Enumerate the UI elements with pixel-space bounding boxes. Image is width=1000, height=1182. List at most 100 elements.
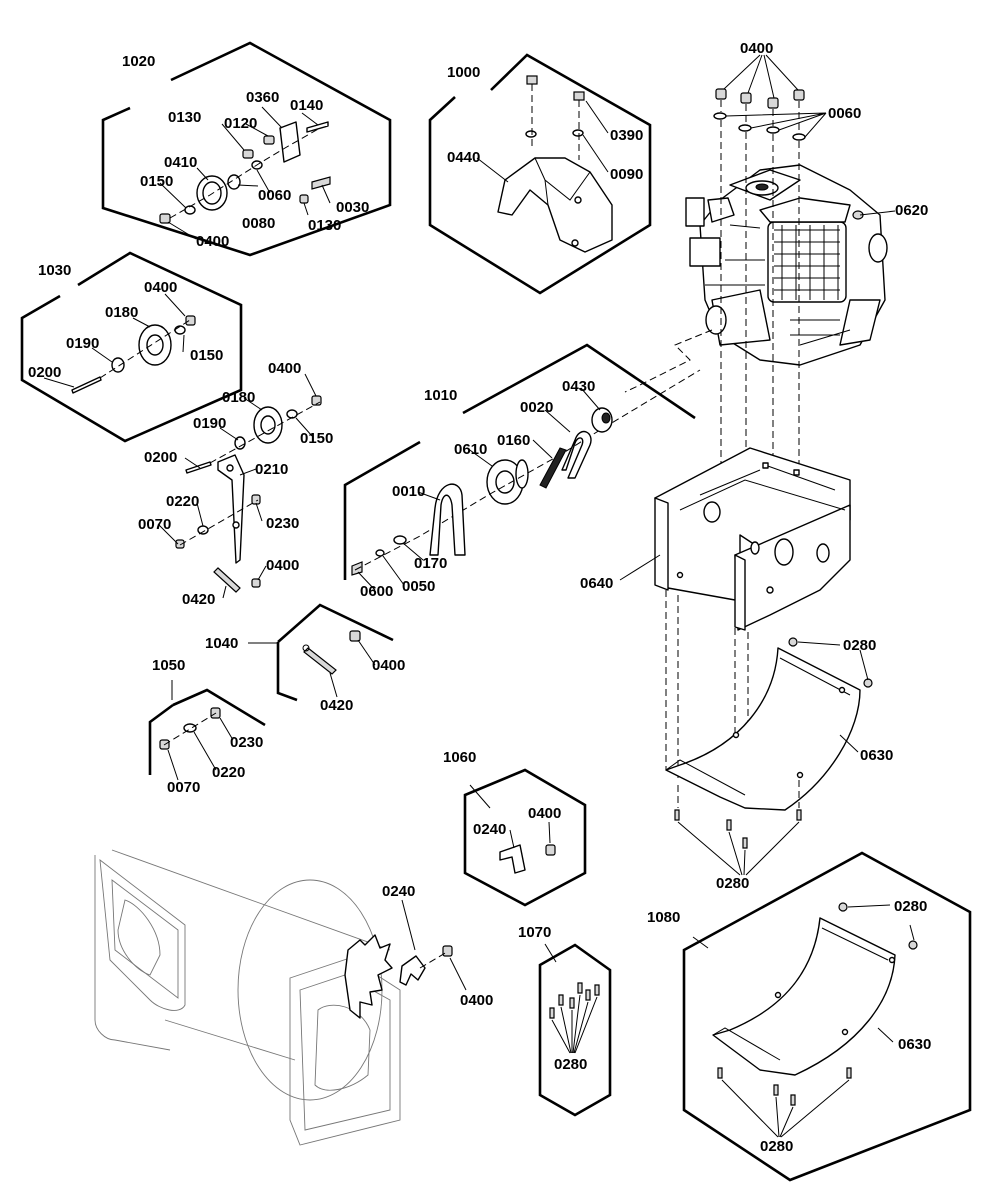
bolt-assembly-1050 — [159, 707, 221, 750]
label-0420-1040: 0420 — [320, 697, 353, 714]
label-0240-1060: 0240 — [473, 821, 506, 838]
bracket-assembly-1060 — [499, 844, 556, 874]
group-box-1010 — [462, 343, 696, 420]
label-0190-1030: 0190 — [66, 335, 99, 352]
label-0410: 0410 — [164, 154, 197, 171]
label-0280-1080-bottom: 0280 — [760, 1138, 793, 1155]
pulley-centerline-1030 — [99, 319, 191, 379]
pto-shaft-centerline — [624, 329, 713, 393]
label-1000: 1000 — [447, 64, 480, 81]
label-1010: 1010 — [424, 387, 457, 404]
label-0240-auger: 0240 — [382, 883, 415, 900]
label-0180-1030: 0180 — [105, 304, 138, 321]
label-0060-mid: 0060 — [258, 187, 291, 204]
idler-arm-0210 — [175, 454, 261, 593]
leader-lines — [43, 54, 915, 1138]
label-0060-top: 0060 — [828, 105, 861, 122]
label-0230-idler: 0230 — [266, 515, 299, 532]
label-0140: 0140 — [290, 97, 323, 114]
label-0070-1050: 0070 — [167, 779, 200, 796]
label-0200-idler: 0200 — [144, 449, 177, 466]
label-0220-idler: 0220 — [166, 493, 199, 510]
label-0440: 0440 — [447, 149, 480, 166]
label-0280-cover: 0280 — [843, 637, 876, 654]
label-1070: 1070 — [518, 924, 551, 941]
group-box-1030 — [20, 251, 243, 443]
belt-0010 — [429, 483, 466, 556]
label-0630-main: 0630 — [860, 747, 893, 764]
shave-plate-0240-saw — [344, 934, 453, 1019]
belt-0020 — [561, 430, 592, 479]
engine-0620 — [685, 164, 888, 366]
spring-assembly-1040 — [302, 630, 361, 675]
label-0400-spring: 0400 — [266, 557, 299, 574]
idler-loose-centerline — [209, 401, 321, 464]
label-1050: 1050 — [152, 657, 185, 674]
idler-arm-centerline — [179, 499, 259, 546]
label-0130-lower: 0130 — [308, 217, 341, 234]
label-0080: 0080 — [242, 215, 275, 232]
label-0400-1040: 0400 — [372, 657, 405, 674]
label-0020: 0020 — [520, 399, 553, 416]
screw-pack-1070 — [549, 982, 600, 1019]
label-0160: 0160 — [497, 432, 530, 449]
idler-pulley-1030 — [71, 315, 196, 394]
bolt-centerline-1050 — [163, 712, 217, 746]
label-0400-1060: 0400 — [528, 805, 561, 822]
label-0150-upper: 0150 — [140, 173, 173, 190]
label-0280-1070: 0280 — [554, 1056, 587, 1073]
auger-belt-0160 — [539, 447, 567, 489]
label-0010: 0010 — [392, 483, 425, 500]
label-0420-idler: 0420 — [182, 591, 215, 608]
group-box-1000 — [428, 53, 652, 295]
frame-0640 — [654, 447, 851, 631]
label-0280-1080-top: 0280 — [894, 898, 927, 915]
belt-guard-0440 — [497, 157, 613, 253]
label-0400-idler: 0400 — [268, 360, 301, 377]
callout-labels: 0400 0060 0620 1000 0390 0090 0440 1020 … — [28, 40, 931, 1155]
label-0280-frame: 0280 — [716, 875, 749, 892]
group-box-1050 — [148, 688, 266, 775]
label-1030: 1030 — [38, 262, 71, 279]
label-0050: 0050 — [402, 578, 435, 595]
idler-bracket-assembly-1020 — [159, 121, 331, 224]
label-0400-auger: 0400 — [460, 992, 493, 1009]
label-0180-idler: 0180 — [222, 389, 255, 406]
group-box-1080 — [682, 851, 972, 1182]
label-0130-upper: 0130 — [168, 109, 201, 126]
label-0630-1080: 0630 — [898, 1036, 931, 1053]
label-0600: 0600 — [360, 583, 393, 600]
label-0190-idler: 0190 — [193, 415, 226, 432]
label-1080: 1080 — [647, 909, 680, 926]
drive-centerline-1010 — [354, 369, 701, 571]
label-0120: 0120 — [224, 115, 257, 132]
label-0400-1020: 0400 — [196, 233, 229, 250]
label-0360: 0360 — [246, 89, 279, 106]
label-0150-1030: 0150 — [190, 347, 223, 364]
label-0150-idler: 0150 — [300, 430, 333, 447]
label-0210: 0210 — [255, 461, 288, 478]
label-0400-top: 0400 — [740, 40, 773, 57]
group-box-1060 — [463, 768, 587, 907]
belt-cover-1080-0630 — [712, 902, 918, 1106]
idler-centerline-1020 — [169, 127, 321, 219]
label-0030: 0030 — [336, 199, 369, 216]
shave-plate-centerline — [419, 951, 448, 969]
belt-cover-0630 — [665, 647, 861, 811]
guard-bolts-0390 — [525, 75, 585, 138]
label-0230-1050: 0230 — [230, 734, 263, 751]
label-0220-1050: 0220 — [212, 764, 245, 781]
label-0090: 0090 — [610, 166, 643, 183]
group-box-1040 — [276, 603, 394, 702]
group-box-1010b — [343, 440, 421, 580]
label-0170: 0170 — [414, 555, 447, 572]
drive-pulley-0610 — [351, 459, 529, 576]
label-0200-1030: 0200 — [28, 364, 61, 381]
engine-mount-nuts-0400 — [715, 88, 805, 109]
label-1040: 1040 — [205, 635, 238, 652]
label-0390: 0390 — [610, 127, 643, 144]
label-0620: 0620 — [895, 202, 928, 219]
label-0070-idler: 0070 — [138, 516, 171, 533]
